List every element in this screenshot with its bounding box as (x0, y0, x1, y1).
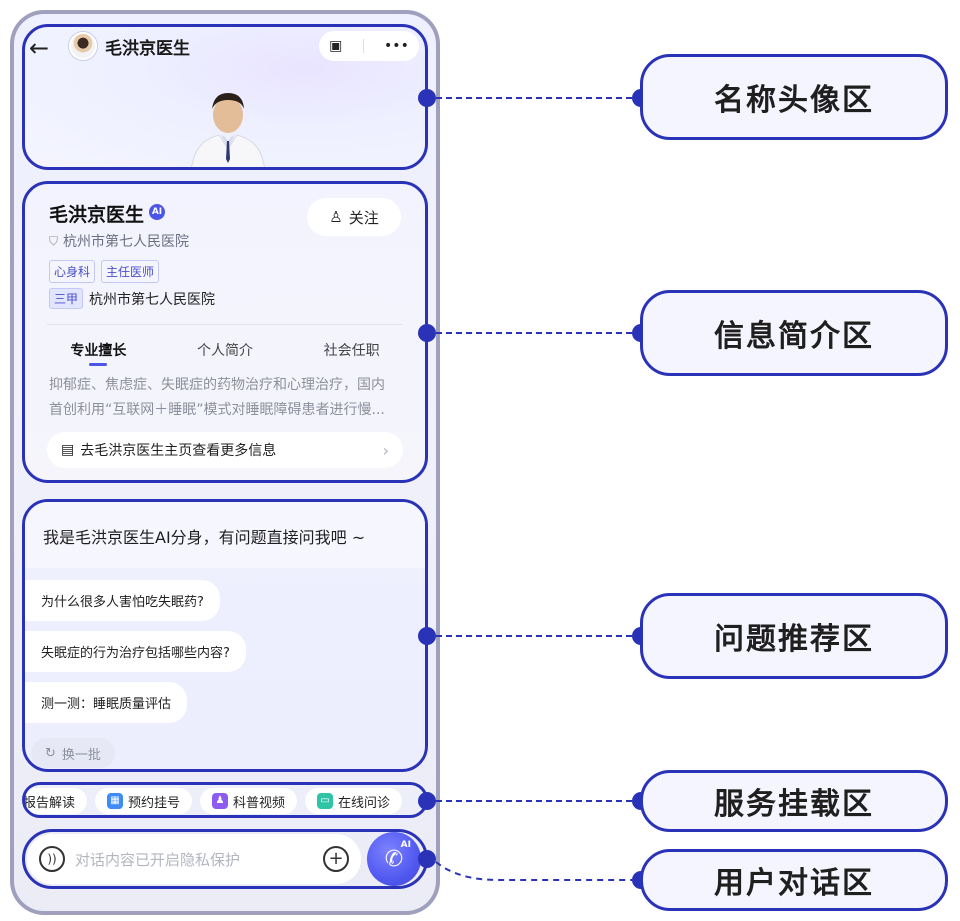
tab-social-roles[interactable]: 社会任职 (324, 340, 380, 360)
label-user-dialog: 用户对话区 (640, 849, 948, 911)
title-tag: 主任医师 (101, 260, 160, 283)
follow-label: 关注 (348, 208, 379, 227)
service-label: 在线问诊 (338, 795, 391, 811)
divider (47, 324, 403, 325)
question-list: 为什么很多人害怕吃失眠药? 失眠症的行为治疗包括哪些内容? 测一测：睡眠质量评估 (25, 580, 246, 723)
tag-list: 心身科 主任医师 (49, 260, 160, 283)
document-icon: ▤ (61, 442, 75, 458)
tab-indicator (89, 363, 108, 366)
plus-icon[interactable]: + (323, 846, 349, 872)
annotation-line (436, 635, 632, 637)
service-report-reading[interactable]: 报告解读 (23, 788, 88, 814)
service-mount-zone: 报告解读 ▦ 预约挂号 ♟ 科普视频 ▭ 在线问诊 (22, 782, 428, 818)
pill-divider (362, 39, 364, 53)
specialty-text: 抑郁症、焦虑症、失眠症的药物治疗和心理治疗，国内 首创利用“互联网＋睡眠”模式对… (49, 373, 401, 423)
grade-hospital: 杭州市第七人民医院 (89, 291, 216, 308)
name-avatar-zone: ← 毛洪京医生 ▣ ••• (22, 24, 428, 170)
voice-icon[interactable]: )) (39, 846, 65, 872)
annotation-dot (418, 324, 436, 342)
doctor-name: 毛洪京医生 (49, 204, 145, 226)
question-chip[interactable]: 测一测：睡眠质量评估 (25, 682, 188, 723)
question-chip[interactable]: 为什么很多人害怕吃失眠药? (25, 580, 220, 621)
doctor-portrait (191, 93, 265, 167)
annotation-dot (418, 792, 436, 810)
service-online-consult[interactable]: ▭ 在线问诊 (305, 788, 403, 814)
annotation-dot (418, 89, 436, 107)
annotation-dot (418, 627, 436, 645)
hospital-name: 杭州市第七人民医院 (63, 234, 190, 250)
info-tabs: 专业擅长 个人简介 社会任职 (25, 340, 425, 366)
question-recommend-zone: 我是毛洪京医生AI分身，有问题直接问我吧 ~ 为什么很多人害怕吃失眠药? 失眠症… (22, 499, 428, 772)
more-info-label: 去毛洪京医生主页查看更多信息 (80, 443, 277, 459)
hospital-line: ⛉ 杭州市第七人民医院 (49, 231, 189, 251)
chat-input-bar: )) 对话内容已开启隐私保护 + (27, 834, 361, 884)
chevron-right-icon: › (382, 440, 389, 460)
annotation-line (436, 800, 632, 802)
refresh-label: 换一批 (61, 747, 101, 763)
voice-call-button[interactable]: ✆ AI (367, 832, 421, 886)
avatar[interactable] (69, 32, 97, 60)
more-info-link[interactable]: ▤ 去毛洪京医生主页查看更多信息 › (47, 432, 403, 468)
annotation-curve (418, 850, 650, 889)
tab-profile[interactable]: 个人简介 (197, 340, 253, 360)
phone-icon: ✆ (384, 846, 404, 872)
annotation-line (436, 332, 632, 334)
label-service-mount: 服务挂载区 (640, 770, 948, 832)
specialty-line: 抑郁症、焦虑症、失眠症的药物治疗和心理治疗，国内 (49, 377, 385, 393)
label-question-recommend: 问题推荐区 (640, 593, 948, 679)
video-icon: ♟ (212, 793, 229, 809)
ai-badge: AI (149, 204, 165, 220)
department-tag: 心身科 (49, 260, 96, 283)
question-chip[interactable]: 失眠症的行为治疗包括哪些内容? (25, 631, 246, 672)
service-label: 科普视频 (233, 795, 286, 811)
user-dialog-zone: )) 对话内容已开启隐私保护 + ✆ AI (22, 829, 428, 889)
service-appointment[interactable]: ▦ 预约挂号 (95, 788, 193, 814)
tab-specialty[interactable]: 专业擅长 (70, 340, 127, 366)
shield-icon: ⛉ (49, 233, 59, 248)
grade-line: 三甲 杭州市第七人民医院 (49, 288, 215, 309)
tab-label: 专业擅长 (70, 343, 127, 359)
grade-badge: 三甲 (49, 288, 84, 309)
service-label: 预约挂号 (128, 795, 181, 811)
chat-input[interactable]: 对话内容已开启隐私保护 (75, 850, 241, 869)
user-plus-icon: ♙ (329, 208, 343, 226)
label-info-intro: 信息简介区 (640, 290, 948, 376)
call-ai-badge: AI (400, 840, 411, 850)
refresh-icon: ↻ (45, 745, 56, 761)
refresh-button[interactable]: ↻ 换一批 (31, 738, 115, 768)
more-icon[interactable]: ••• (384, 38, 409, 54)
chat-icon: ▭ (317, 793, 334, 809)
follow-button[interactable]: ♙ 关注 (307, 198, 401, 236)
screenshot-icon[interactable]: ▣ (329, 38, 343, 54)
label-name-avatar: 名称头像区 (640, 54, 948, 140)
back-arrow-icon[interactable]: ← (29, 34, 50, 62)
service-label: 报告解读 (23, 795, 76, 811)
service-list: 报告解读 ▦ 预约挂号 ♟ 科普视频 ▭ 在线问诊 (23, 788, 403, 814)
specialty-line: 首创利用“互联网＋睡眠”模式对睡眠障碍患者进行慢... (49, 402, 385, 418)
tab-label: 社会任职 (323, 343, 380, 359)
service-science-video[interactable]: ♟ 科普视频 (200, 788, 298, 814)
tab-label: 个人简介 (196, 343, 253, 359)
info-intro-zone: 毛洪京医生 AI ♙ 关注 ⛉ 杭州市第七人民医院 心身科 主任医师 三甲 杭州… (22, 181, 428, 483)
header-doctor-name: 毛洪京医生 (105, 39, 190, 59)
calendar-icon: ▦ (107, 793, 124, 809)
annotation-line (436, 97, 632, 99)
header-action-pill: ▣ ••• (319, 31, 419, 61)
ai-greeting: 我是毛洪京医生AI分身，有问题直接问我吧 ~ (25, 502, 425, 568)
